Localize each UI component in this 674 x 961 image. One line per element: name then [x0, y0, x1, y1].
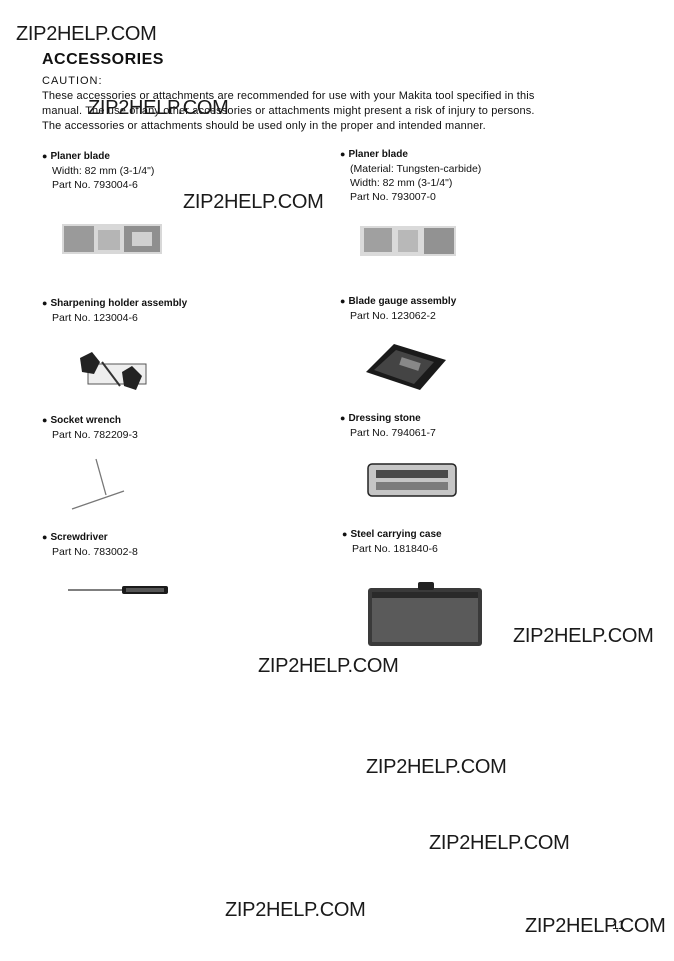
bullet-icon: ● [42, 151, 48, 161]
item-part-no: Part No. 793007-0 [350, 191, 436, 203]
carrying-case-image [368, 582, 482, 646]
item-width: Width: 82 mm (3-1/4") [350, 177, 453, 189]
watermark-text: ZIP2HELP.COM [183, 191, 324, 213]
watermark-text: ZIP2HELP.COM [525, 915, 666, 937]
item-name: Blade gauge assembly [348, 296, 457, 307]
watermark-text: ZIP2HELP.COM [429, 832, 570, 854]
page-number: 11 [612, 918, 625, 932]
caution-line-3: The accessories or attachments should be… [42, 120, 486, 132]
planer-blade-image [62, 224, 162, 254]
dressing-stone-image [367, 463, 457, 497]
carbide-blade-image [360, 226, 456, 256]
caution-label: CAUTION: [42, 75, 103, 87]
screwdriver-image [68, 586, 168, 594]
bullet-icon: ● [42, 415, 48, 425]
item-part-no: Part No. 782209-3 [52, 429, 138, 441]
item-dressing-stone: ●Dressing stone Part No. 794061-7 [340, 411, 436, 440]
socket-wrench-image [71, 458, 125, 510]
page-title: ACCESSORIES [42, 51, 164, 68]
watermark-text: ZIP2HELP.COM [258, 655, 399, 677]
item-name: Dressing stone [348, 413, 421, 424]
item-part-no: Part No. 123062-2 [350, 310, 436, 322]
item-width: Width: 82 mm (3-1/4") [52, 165, 155, 177]
bullet-icon: ● [340, 413, 346, 423]
item-part-no: Part No. 783002-8 [52, 546, 138, 558]
caution-line-2: manual. The use of any other accessories… [42, 105, 535, 117]
caution-line-1: These accessories or attachments are rec… [42, 90, 535, 102]
item-name: Planer blade [50, 151, 110, 162]
watermark-text: ZIP2HELP.COM [513, 625, 654, 647]
watermark-text: ZIP2HELP.COM [88, 97, 229, 119]
bullet-icon: ● [342, 529, 348, 539]
item-name: Sharpening holder assembly [50, 298, 188, 309]
bullet-icon: ● [42, 532, 48, 542]
item-sharpening-holder: ●Sharpening holder assembly Part No. 123… [42, 296, 187, 325]
bullet-icon: ● [42, 298, 48, 308]
item-name: Socket wrench [50, 415, 122, 426]
item-part-no: Part No. 793004-6 [52, 179, 138, 191]
item-part-no: Part No. 794061-7 [350, 427, 436, 439]
sharpening-holder-image [80, 352, 147, 390]
watermark-text: ZIP2HELP.COM [366, 756, 507, 778]
item-planer-blade: ●Planer blade Width: 82 mm (3-1/4") Part… [42, 149, 154, 192]
item-part-no: Part No. 123004-6 [52, 312, 138, 324]
item-planer-blade-carbide: ●Planer blade (Material: Tungsten-carbid… [340, 147, 481, 204]
watermark-text: ZIP2HELP.COM [225, 899, 366, 921]
item-name: Planer blade [348, 149, 408, 160]
item-screwdriver: ●Screwdriver Part No. 783002-8 [42, 530, 138, 559]
item-socket-wrench: ●Socket wrench Part No. 782209-3 [42, 413, 138, 442]
item-part-no: Part No. 181840-6 [352, 543, 438, 555]
bullet-icon: ● [340, 149, 346, 159]
bullet-icon: ● [340, 296, 346, 306]
watermark-text: ZIP2HELP.COM [16, 23, 157, 45]
item-material: (Material: Tungsten-carbide) [350, 163, 482, 175]
blade-gauge-image [366, 344, 446, 390]
item-name: Steel carrying case [350, 529, 442, 540]
item-name: Screwdriver [50, 532, 108, 543]
item-steel-carrying-case: ●Steel carrying case Part No. 181840-6 [342, 527, 442, 556]
item-blade-gauge: ●Blade gauge assembly Part No. 123062-2 [340, 294, 456, 323]
